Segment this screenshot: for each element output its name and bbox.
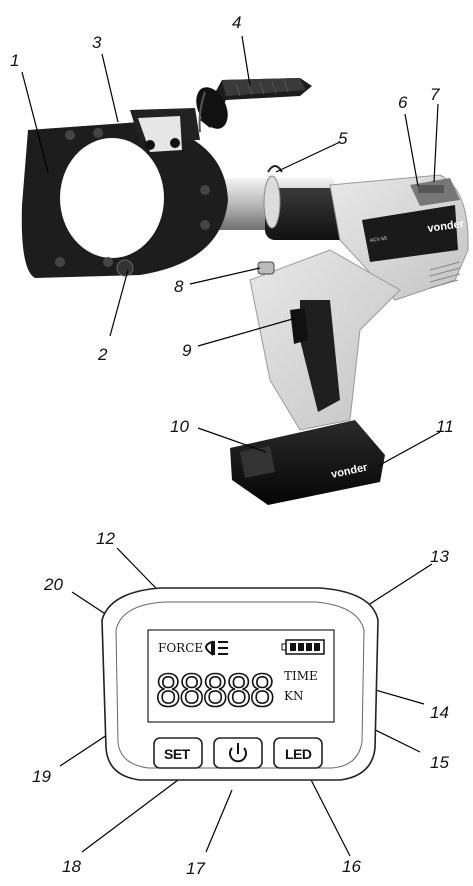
callout-18: 18	[62, 857, 81, 876]
power-button[interactable]	[213, 737, 263, 769]
pistol-grip	[249, 249, 401, 431]
set-button[interactable]: SET	[153, 737, 203, 769]
callout-3: 3	[92, 33, 102, 52]
callout-2: 2	[97, 345, 108, 364]
callout-4: 4	[232, 13, 241, 32]
callout-14: 14	[430, 703, 449, 722]
callout-20: 20	[43, 575, 63, 594]
battery-pack: vonder	[230, 420, 385, 505]
callout-11: 11	[436, 417, 454, 436]
control-panel: FORCE 88888 TIME KN SET	[101, 587, 379, 781]
side-handle	[196, 78, 312, 133]
callout-labels: 1 2 3 4 5 6 7 8 9 10 11 12 13 14 15 16 1…	[10, 13, 454, 878]
force-label: FORCE	[158, 641, 203, 655]
callout-7: 7	[430, 85, 440, 104]
tool-model-label: ACV 65	[369, 236, 387, 244]
callout-6: 6	[398, 93, 408, 112]
callout-9: 9	[182, 341, 192, 360]
callout-16: 16	[342, 857, 361, 876]
power-icon	[229, 743, 247, 763]
tool-brand-label: vonder	[427, 218, 466, 235]
force-digits: 88888	[155, 666, 273, 717]
callout-15: 15	[430, 753, 449, 772]
callout-1: 1	[10, 51, 19, 70]
callout-8: 8	[174, 277, 184, 296]
time-label: TIME	[284, 669, 318, 683]
callout-17: 17	[186, 859, 205, 878]
callout-13: 13	[430, 547, 449, 566]
battery-level-icon	[281, 639, 325, 655]
callout-5: 5	[338, 129, 348, 148]
led-button[interactable]: LED	[273, 737, 323, 769]
led-button-label: LED	[285, 746, 312, 762]
tool-body: vonder ACV 65	[329, 174, 469, 301]
headlight-icon	[205, 640, 228, 656]
cutter-head	[21, 108, 228, 278]
callout-12: 12	[96, 529, 115, 548]
cutting-opening	[60, 138, 164, 258]
callout-19: 19	[32, 767, 51, 786]
cable-cutter-tool: vonder ACV 65 vonder	[21, 78, 469, 505]
unit-label: KN	[284, 689, 303, 703]
callout-10: 10	[170, 417, 189, 436]
set-button-label: SET	[164, 746, 191, 762]
